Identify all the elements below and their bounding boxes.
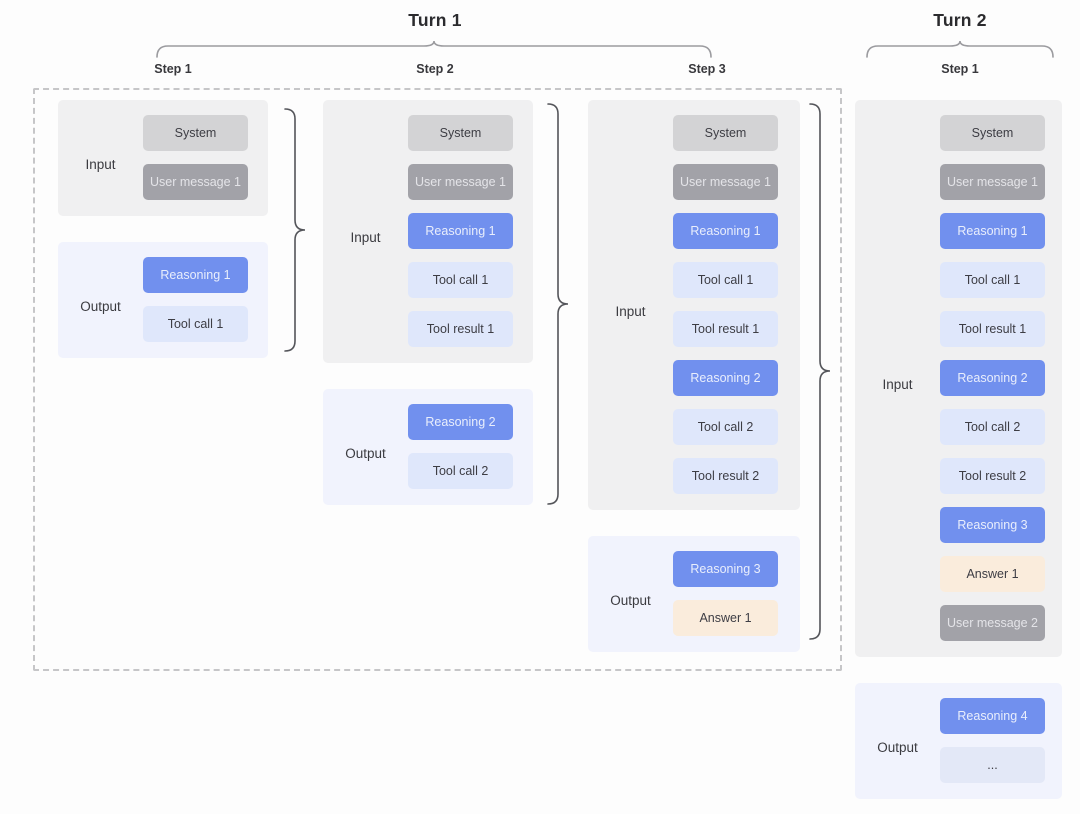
output-label-wrap: Output bbox=[58, 257, 143, 355]
step-label-turn1-step3: Step 3 bbox=[688, 62, 726, 76]
output-box: Output Reasoning 4... bbox=[855, 683, 1062, 799]
chip-tool: Tool result 1 bbox=[408, 311, 513, 347]
output-box: Output Reasoning 2 Tool call 2 bbox=[323, 389, 533, 505]
chip-ellipsis: ... bbox=[940, 747, 1045, 783]
chip-tool: Tool call 1 bbox=[940, 262, 1045, 298]
step1-to-step2-brace-icon bbox=[284, 108, 306, 352]
turn2-title: Turn 2 bbox=[933, 10, 987, 30]
chip-user: User message 1 bbox=[408, 164, 513, 200]
chip-tool: Tool call 2 bbox=[673, 409, 778, 445]
chip-reasoning: Reasoning 1 bbox=[673, 213, 778, 249]
input-label: Input bbox=[882, 377, 913, 392]
chip-tool: Tool call 2 bbox=[408, 453, 513, 489]
input-label: Input bbox=[615, 303, 646, 319]
chip-reasoning: Reasoning 2 bbox=[408, 404, 513, 440]
output-chips: Reasoning 1 Tool call 1 bbox=[143, 257, 248, 355]
output-label: Output bbox=[610, 592, 651, 608]
chip-tool: Tool call 2 bbox=[940, 409, 1045, 445]
chip-tool: Tool call 1 bbox=[143, 306, 248, 342]
output-chips: Reasoning 2 Tool call 2 bbox=[408, 404, 513, 502]
output-label: Output bbox=[877, 739, 918, 755]
step3-to-turn2-brace-icon bbox=[809, 103, 831, 640]
chip-reasoning: Reasoning 4 bbox=[940, 698, 1045, 734]
chip-reasoning: Reasoning 1 bbox=[143, 257, 248, 293]
output-label: Output bbox=[80, 298, 121, 314]
turn1-title: Turn 1 bbox=[408, 10, 462, 30]
input-label-wrap: Input bbox=[58, 115, 143, 213]
chip-reasoning: Reasoning 3 bbox=[940, 507, 1045, 543]
chip-reasoning: Reasoning 1 bbox=[408, 213, 513, 249]
chip-user: User message 2 bbox=[940, 605, 1045, 641]
output-label: Output bbox=[345, 445, 386, 461]
step-label-turn1-step1: Step 1 bbox=[154, 62, 192, 76]
output-chips: Reasoning 4... bbox=[940, 698, 1045, 796]
chip-tool: Tool call 1 bbox=[673, 262, 778, 298]
chip-system: System bbox=[940, 115, 1045, 151]
chip-system: System bbox=[408, 115, 513, 151]
output-label-wrap: Output bbox=[855, 698, 940, 796]
chip-user: User message 1 bbox=[143, 164, 248, 200]
turn2-brace-icon bbox=[866, 40, 1054, 58]
chip-tool: Tool result 1 bbox=[940, 311, 1045, 347]
chip-reasoning: Reasoning 2 bbox=[940, 360, 1045, 396]
step2-to-step3-brace-icon bbox=[547, 103, 569, 505]
chip-reasoning: Reasoning 3 bbox=[673, 551, 778, 587]
chip-system: System bbox=[143, 115, 248, 151]
input-label-wrap: Input bbox=[855, 115, 940, 654]
chip-system: System bbox=[673, 115, 778, 151]
chip-tool: Tool result 1 bbox=[673, 311, 778, 347]
input-label: Input bbox=[350, 230, 381, 245]
turn1-dashed-region bbox=[33, 88, 842, 671]
output-label-wrap: Output bbox=[588, 551, 673, 649]
output-chips: Reasoning 3 Answer 1 bbox=[673, 551, 778, 649]
turn1-brace-icon bbox=[156, 40, 712, 58]
input-label-wrap: Input bbox=[323, 115, 408, 360]
output-box: Output Reasoning 3 Answer 1 bbox=[588, 536, 800, 652]
chip-tool: Tool call 1 bbox=[408, 262, 513, 298]
input-label: Input bbox=[85, 156, 116, 172]
step-label-turn2-step1: Step 1 bbox=[941, 62, 979, 76]
chip-user: User message 1 bbox=[940, 164, 1045, 200]
step-label-turn1-step2: Step 2 bbox=[416, 62, 454, 76]
chip-tool: Tool result 2 bbox=[673, 458, 778, 494]
chip-user: User message 1 bbox=[673, 164, 778, 200]
input-label-wrap: Input bbox=[588, 115, 673, 507]
output-label-wrap: Output bbox=[323, 404, 408, 502]
chip-reasoning: Reasoning 1 bbox=[940, 213, 1045, 249]
chip-tool: Tool result 2 bbox=[940, 458, 1045, 494]
chip-answer: Answer 1 bbox=[940, 556, 1045, 592]
output-box: Output Reasoning 1 Tool call 1 bbox=[58, 242, 268, 358]
chip-answer: Answer 1 bbox=[673, 600, 778, 636]
chip-reasoning: Reasoning 2 bbox=[673, 360, 778, 396]
